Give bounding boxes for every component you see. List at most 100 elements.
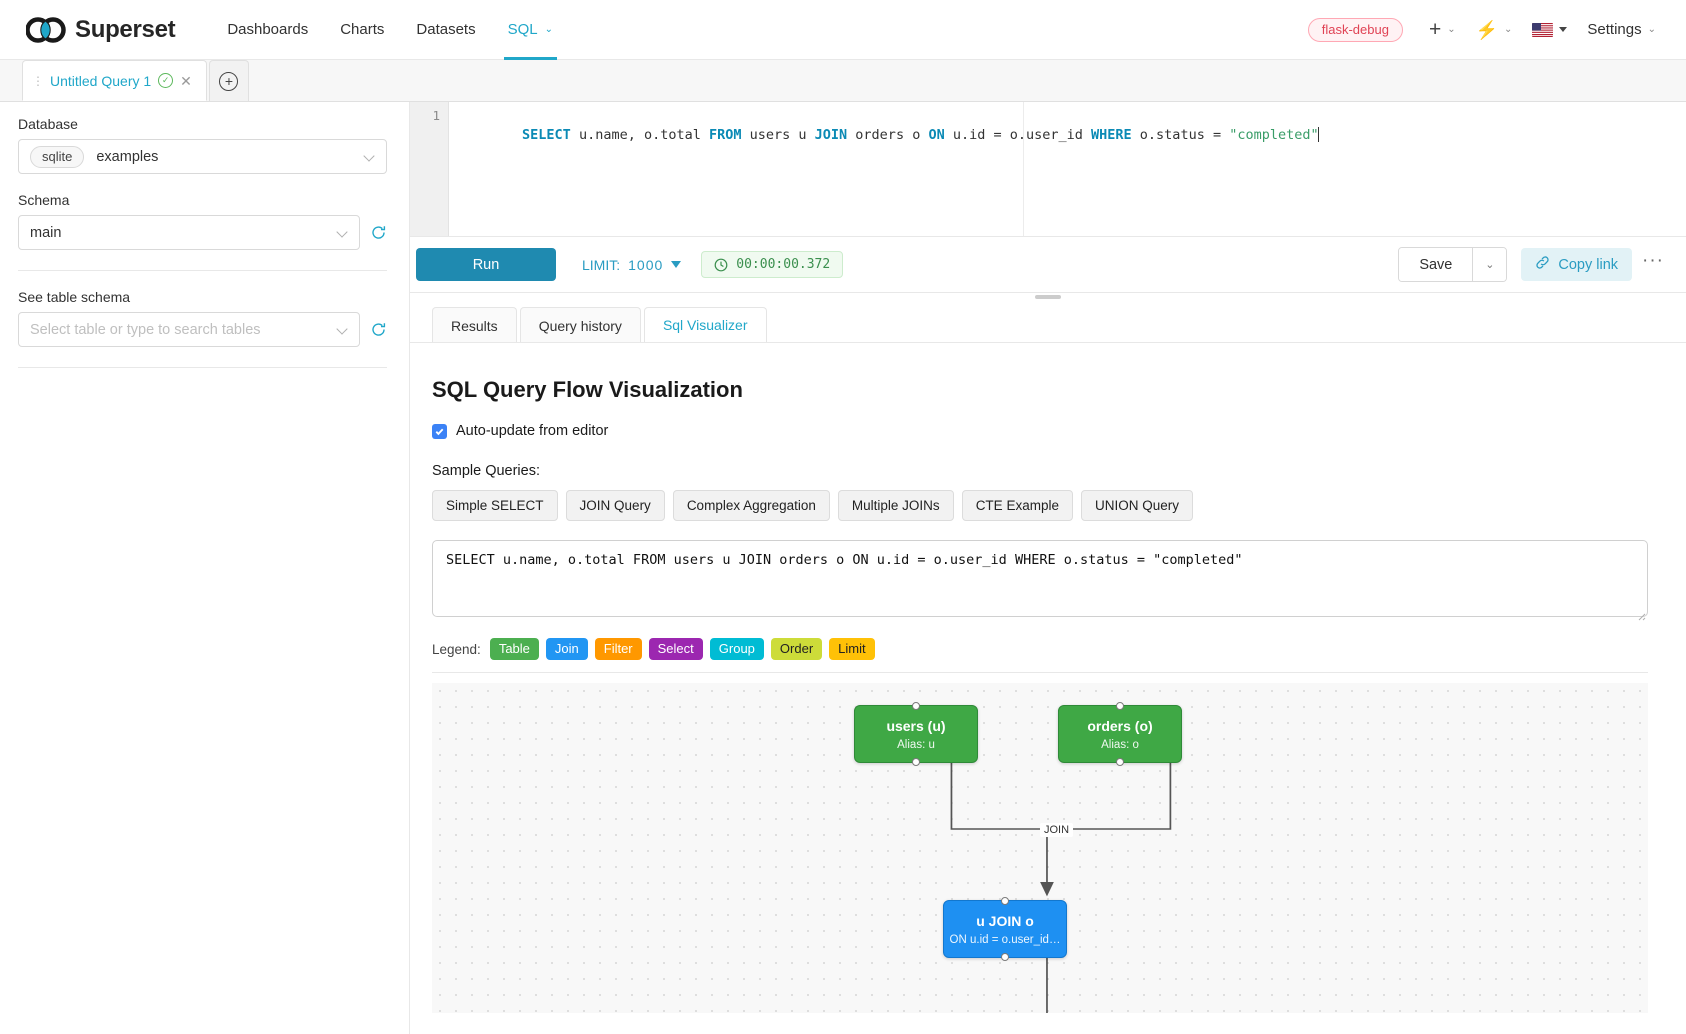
primary-nav: Dashboards Charts Datasets SQL ⌄ <box>211 0 569 60</box>
chevron-down-icon <box>338 324 349 335</box>
run-button[interactable]: Run <box>416 248 556 281</box>
database-select-value: examples <box>96 148 159 165</box>
legend-chip-limit: Limit <box>829 638 875 660</box>
legend-chip-join: Join <box>545 638 588 660</box>
database-label: Database <box>18 116 78 132</box>
check-circle-icon: ✓ <box>158 73 174 88</box>
clock-icon <box>714 258 728 272</box>
query-tab-bar: ⋮ Untitled Query 1 ✓ ✕ + <box>0 60 1686 102</box>
alerts-reports-button[interactable]: ⚡ ⌄ <box>1468 15 1521 45</box>
auto-update-checkbox[interactable] <box>432 423 447 439</box>
node-handle-bottom[interactable] <box>1001 953 1009 961</box>
query-textarea[interactable] <box>432 540 1648 617</box>
tab-sql-visualizer-label: Sql Visualizer <box>662 317 748 333</box>
schema-field-group: Schema main <box>18 192 387 250</box>
caret-down-icon <box>1559 27 1568 32</box>
settings-menu[interactable]: Settings ⌄ <box>1579 15 1664 44</box>
brand-logo-group[interactable]: Superset <box>26 15 176 44</box>
flow-node-users-subtitle: Alias: u <box>897 738 935 751</box>
chevron-down-icon: ⌄ <box>1504 24 1513 35</box>
flow-node-users-title: users (u) <box>886 717 946 734</box>
flow-node-orders[interactable]: orders (o) Alias: o <box>1058 702 1182 766</box>
node-handle-top[interactable] <box>912 702 920 710</box>
sample-query-cte-example[interactable]: CTE Example <box>961 490 1073 521</box>
sample-query-union-query[interactable]: UNION Query <box>1080 490 1193 521</box>
language-selector[interactable] <box>1524 17 1575 43</box>
left-panel-divider-2 <box>18 367 387 368</box>
query-tab-label: Untitled Query 1 <box>50 72 152 89</box>
sample-query-complex-aggregation[interactable]: Complex Aggregation <box>672 490 830 521</box>
schema-label: Schema <box>18 192 70 208</box>
nav-link-sql[interactable]: SQL ⌄ <box>492 0 569 60</box>
query-timer-value: 00:00:00.372 <box>736 257 831 272</box>
brand-name: Superset <box>75 15 176 43</box>
top-navbar: Superset Dashboards Charts Datasets SQL … <box>0 0 1686 60</box>
database-select[interactable]: sqlite examples <box>18 139 387 174</box>
nav-link-dashboards[interactable]: Dashboards <box>211 0 324 60</box>
node-handle-top[interactable] <box>1001 897 1009 905</box>
flow-node-orders-title: orders (o) <box>1087 717 1153 734</box>
legend-chip-order: Order <box>770 638 823 660</box>
panel-resize-handle[interactable] <box>1035 295 1061 299</box>
node-handle-bottom[interactable] <box>912 758 920 766</box>
copy-link-button[interactable]: Copy link <box>1521 248 1633 281</box>
query-tab-untitled-query-1[interactable]: ⋮ Untitled Query 1 ✓ ✕ <box>22 60 207 101</box>
link-icon <box>1535 255 1550 274</box>
sample-query-multiple-joins[interactable]: Multiple JOINs <box>837 490 954 521</box>
refresh-tables-icon[interactable] <box>370 321 387 338</box>
result-tabs-underline <box>410 342 1686 343</box>
legend-chip-filter: Filter <box>594 638 642 660</box>
us-flag-icon <box>1532 22 1554 37</box>
save-dropdown-button[interactable]: ⌄ <box>1472 248 1507 281</box>
limit-value: 1000 <box>628 256 664 273</box>
sample-query-simple-select[interactable]: Simple SELECT <box>432 490 558 521</box>
flow-node-users[interactable]: users (u) Alias: u <box>854 702 978 766</box>
plus-icon: + <box>1428 18 1442 41</box>
sample-queries-label: Sample Queries: <box>432 463 540 479</box>
tab-results[interactable]: Results <box>432 307 517 343</box>
left-panel-divider <box>18 270 387 271</box>
flask-debug-badge[interactable]: flask-debug <box>1307 17 1403 42</box>
schema-select[interactable]: main <box>18 215 360 250</box>
legend-chip-table: Table <box>489 638 539 660</box>
node-handle-bottom[interactable] <box>1116 758 1124 766</box>
chevron-down-icon <box>365 151 376 162</box>
query-input-wrapper <box>432 540 1648 622</box>
limit-dropdown[interactable]: LIMIT: 1000 <box>582 256 682 273</box>
nav-link-charts-label: Charts <box>340 21 385 38</box>
query-timer-badge: 00:00:00.372 <box>701 251 844 278</box>
main-split: Database sqlite examples Schema main <box>0 102 1686 1034</box>
lightning-bolt-icon: ⚡ <box>1475 19 1499 40</box>
table-schema-select[interactable]: Select table or type to search tables <box>18 312 360 347</box>
chevron-down-icon: ⌄ <box>1447 24 1456 35</box>
settings-label: Settings <box>1587 21 1642 38</box>
sample-queries-row: Simple SELECT JOIN Query Complex Aggrega… <box>432 490 1648 521</box>
tab-query-history[interactable]: Query history <box>519 307 641 343</box>
limit-label: LIMIT: <box>582 256 621 273</box>
add-query-tab-button[interactable]: + <box>208 60 249 101</box>
close-icon[interactable]: ✕ <box>180 72 192 89</box>
left-query-panel: Database sqlite examples Schema main <box>0 102 410 1034</box>
save-button[interactable]: Save <box>1399 248 1473 281</box>
nav-link-charts[interactable]: Charts <box>324 0 400 60</box>
nav-link-datasets[interactable]: Datasets <box>400 0 491 60</box>
save-button-group: Save ⌄ <box>1398 247 1508 282</box>
new-item-button[interactable]: + ⌄ <box>1421 13 1464 46</box>
chevron-down-icon: ⌄ <box>1647 24 1656 35</box>
nav-link-datasets-label: Datasets <box>416 21 476 38</box>
refresh-schema-icon[interactable] <box>370 224 387 241</box>
flow-node-join[interactable]: u JOIN o ON u.id = o.user_id… <box>943 897 1067 961</box>
superset-infinity-logo-icon <box>26 16 66 43</box>
legend-chip-select: Select <box>648 638 703 660</box>
query-flow-canvas[interactable]: users (u) Alias: u orders (o) Alias: o u… <box>432 683 1648 1013</box>
drag-dots-icon[interactable]: ⋮ <box>32 73 44 88</box>
sql-editor[interactable]: 1 SELECT u.name, o.total FROM users u JO… <box>410 102 1686 237</box>
ellipsis-icon[interactable]: ··· <box>1642 249 1664 271</box>
tab-results-label: Results <box>451 317 498 334</box>
editor-code[interactable]: SELECT u.name, o.total FROM users u JOIN… <box>522 127 1319 143</box>
tab-sql-visualizer[interactable]: Sql Visualizer <box>643 307 767 343</box>
node-handle-top[interactable] <box>1116 702 1124 710</box>
sql-visualizer-panel: SQL Query Flow Visualization Auto-update… <box>410 343 1686 1034</box>
sample-query-join-query[interactable]: JOIN Query <box>565 490 665 521</box>
text-caret <box>1317 127 1319 142</box>
